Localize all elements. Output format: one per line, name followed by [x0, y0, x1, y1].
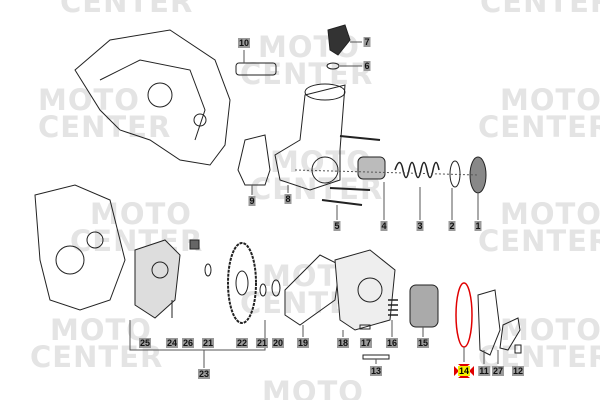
watermark-text: MOTO [38, 83, 140, 117]
callout-8[interactable]: 8 [284, 194, 292, 204]
watermark-text: MOTO [90, 197, 192, 231]
part-21 [204, 263, 212, 277]
callout-13[interactable]: 13 [369, 366, 383, 376]
callout-1[interactable]: 1 [474, 221, 482, 231]
callout-7[interactable]: 7 [363, 37, 371, 47]
callout-27[interactable]: 27 [491, 366, 505, 376]
watermark-text: CENTER [60, 0, 194, 19]
part-6 [326, 62, 340, 70]
engine-lower [34, 184, 126, 311]
callout-22[interactable]: 22 [235, 338, 249, 348]
callout-2[interactable]: 2 [448, 221, 456, 231]
callout-15[interactable]: 15 [416, 338, 430, 348]
callout-25[interactable]: 25 [138, 338, 152, 348]
part-13 [362, 354, 390, 360]
part-22 [227, 242, 257, 324]
callout-10[interactable]: 10 [237, 38, 251, 48]
callout-4[interactable]: 4 [380, 221, 388, 231]
callout-24[interactable]: 24 [165, 338, 179, 348]
part-8 [274, 84, 346, 191]
callout-21[interactable]: 21 [201, 338, 215, 348]
watermark-text: CENTER [480, 0, 600, 19]
part-15 [409, 284, 439, 328]
callout-21[interactable]: 21 [255, 338, 269, 348]
callout-16[interactable]: 16 [385, 338, 399, 348]
callout-18[interactable]: 18 [336, 338, 350, 348]
watermark-text: MOTO [50, 313, 152, 347]
part-14 [455, 282, 473, 348]
part-10 [235, 62, 277, 76]
watermark-text: CENTER [478, 110, 600, 144]
part-4 [357, 156, 386, 180]
part-19 [284, 254, 341, 326]
watermark-text: CENTER [478, 224, 600, 258]
part-18 [334, 249, 396, 331]
watermark-text: MOTO [262, 375, 364, 400]
callout-3[interactable]: 3 [416, 221, 424, 231]
callout-20[interactable]: 20 [271, 338, 285, 348]
callout-11[interactable]: 11 [478, 366, 490, 376]
part-5 [339, 135, 381, 141]
callout-14[interactable]: 14 [457, 366, 471, 376]
callout-23[interactable]: 23 [197, 369, 211, 379]
callout-26[interactable]: 26 [181, 338, 195, 348]
part-11 [477, 289, 501, 356]
watermark-text: MOTO [500, 197, 600, 231]
callout-19[interactable]: 19 [296, 338, 310, 348]
part-12 [514, 344, 522, 354]
part-26 [189, 239, 200, 250]
callout-5[interactable]: 5 [333, 221, 341, 231]
part-20 [271, 279, 281, 297]
part-17 [359, 324, 371, 330]
part-2 [449, 160, 461, 188]
watermark-text: MOTO [270, 145, 372, 179]
watermark-text: CENTER [240, 57, 374, 91]
watermark-text: CENTER [38, 110, 172, 144]
part-9 [237, 134, 271, 186]
part-27 [499, 317, 521, 351]
part-16 [388, 299, 398, 316]
callout-12[interactable]: 12 [511, 366, 525, 376]
selection-marker-icon [454, 364, 474, 378]
part-3 [394, 161, 440, 179]
callout-6[interactable]: 6 [363, 61, 371, 71]
engine-case [74, 29, 231, 166]
watermark-text: MOTO [500, 83, 600, 117]
watermark-text: MOTO [500, 313, 600, 347]
part-25 [134, 239, 181, 319]
callout-9[interactable]: 9 [248, 196, 256, 206]
part-7 [327, 24, 351, 56]
callout-17[interactable]: 17 [359, 338, 373, 348]
